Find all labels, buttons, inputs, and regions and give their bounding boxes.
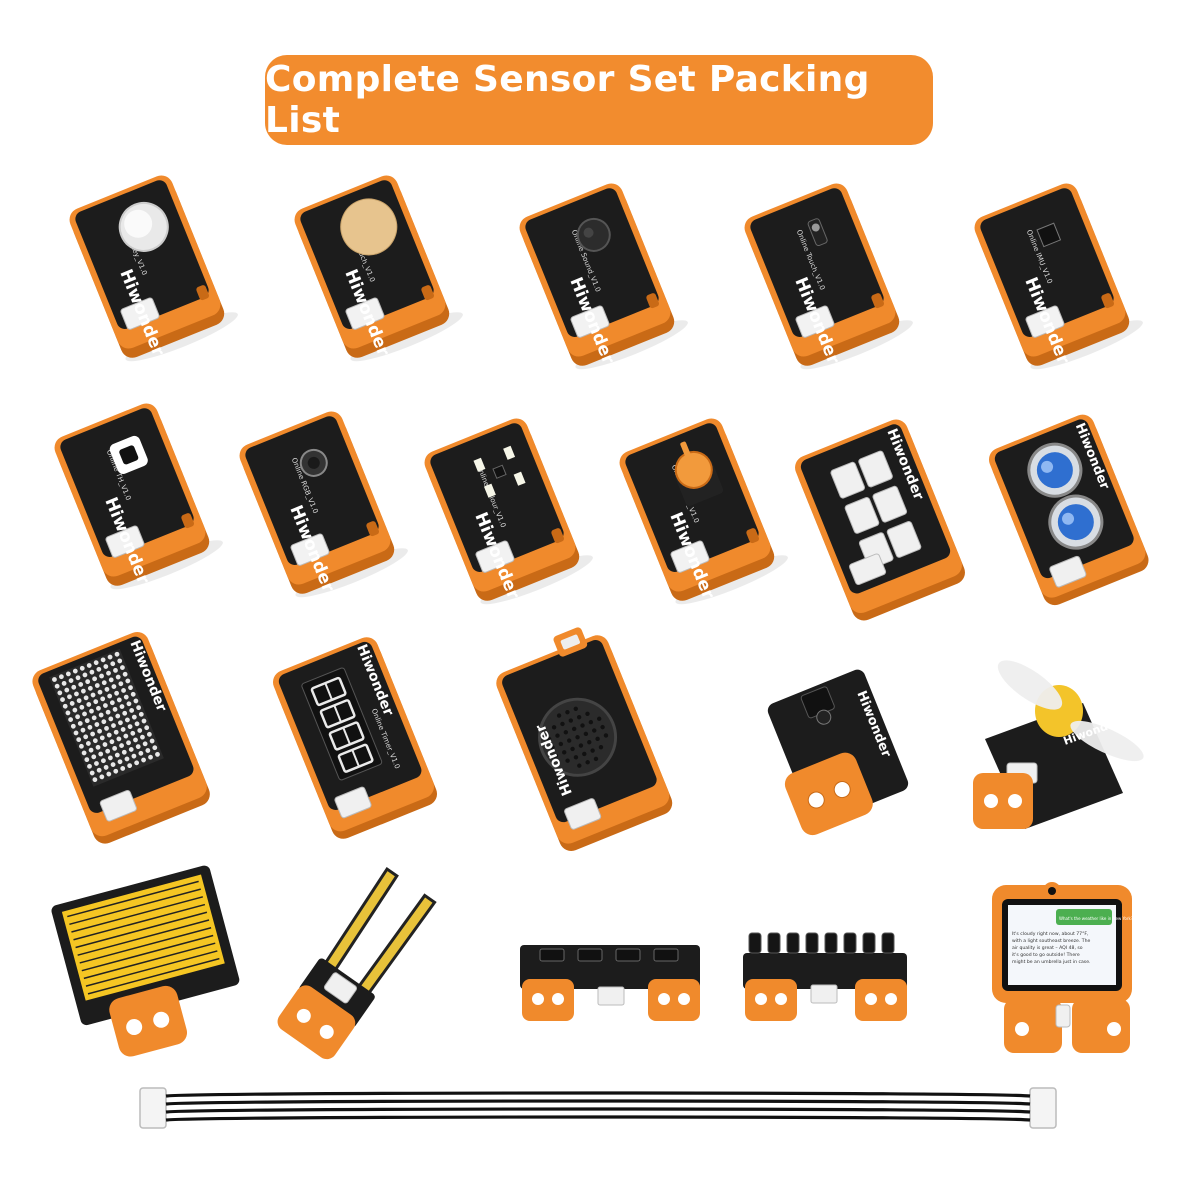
page-title: Complete Sensor Set Packing List: [265, 59, 870, 141]
connector-icon: [795, 305, 835, 338]
ir-emitter-icon: [615, 948, 641, 962]
connector-icon: [886, 521, 922, 558]
chat-reply-line: with a light southeast breeze. The: [1012, 938, 1090, 944]
cable-plug-icon: [139, 1087, 167, 1129]
led-matrix-icon: [49, 648, 164, 787]
screen-module: What's the weather like in New York? It's…: [992, 882, 1133, 1053]
connector-icon: [830, 461, 866, 499]
pir-module: Hiwonder: [767, 669, 909, 836]
chat-bubble: [1056, 909, 1112, 925]
line-follower-8-module: [743, 932, 907, 1021]
ir-receiver-icon: [786, 932, 800, 954]
ultrasonic-module: Hiwonder: [988, 414, 1149, 606]
ir-emitter-icon: [653, 948, 679, 962]
ir-receiver-icon: [862, 932, 876, 954]
ir-emitter-icon: [577, 948, 603, 962]
chat-reply-line: It's cloudy right now, about 77°F,: [1012, 931, 1089, 937]
ir-receiver-icon: [748, 932, 762, 954]
connector-icon: [1025, 305, 1065, 338]
connector-icon: [858, 450, 893, 488]
chat-reply-line: might be an umbrella just in case.: [1012, 959, 1090, 965]
water-sensor-module: [51, 865, 240, 1057]
cable-plug-icon: [1029, 1087, 1057, 1129]
camera-icon: [1048, 887, 1056, 895]
connector-icon: [120, 297, 160, 330]
ir-receiver-icon: [843, 932, 857, 954]
ir-receiver-icon: [824, 932, 838, 954]
ir-emitter-icon: [539, 948, 565, 962]
microphone-icon: [576, 217, 611, 252]
ir-receiver-icon: [805, 932, 819, 954]
fan-blade-icon: [997, 660, 1063, 710]
connector-icon: [475, 540, 515, 573]
connection-cable: [139, 1087, 1057, 1129]
chat-reply-line: it's good to go outside! There: [1012, 952, 1080, 958]
connector-icon: [345, 297, 385, 330]
chat-question: What's the weather like in New York?: [1059, 916, 1133, 921]
chat-reply-line: air quality is great – AQI 48, so: [1012, 945, 1083, 951]
connector-icon: [570, 305, 610, 338]
title-banner: Complete Sensor Set Packing List: [265, 55, 933, 145]
speaker-module: Hiwonder: [496, 627, 673, 852]
ir-receiver-icon: [881, 932, 895, 954]
chip-icon: [1036, 222, 1062, 248]
line-follower-module: [520, 945, 700, 1021]
touch-pad-icon: [340, 198, 398, 256]
color-sensor-icon: [492, 464, 507, 479]
dot-matrix-module: Hiwonder: [32, 631, 210, 844]
connector-icon: [670, 540, 710, 573]
ir-receiver-icon: [767, 932, 781, 954]
connector-icon: [844, 497, 880, 534]
hub-module: Hiwonder: [795, 419, 965, 621]
seven-segment-display-icon: [301, 667, 383, 781]
soil-sensor-module: [277, 866, 437, 1060]
connector-icon: [105, 525, 145, 558]
fan-module: Hiwonder: [973, 660, 1144, 829]
connector-icon: [290, 533, 330, 566]
connector-icon: [872, 485, 908, 523]
